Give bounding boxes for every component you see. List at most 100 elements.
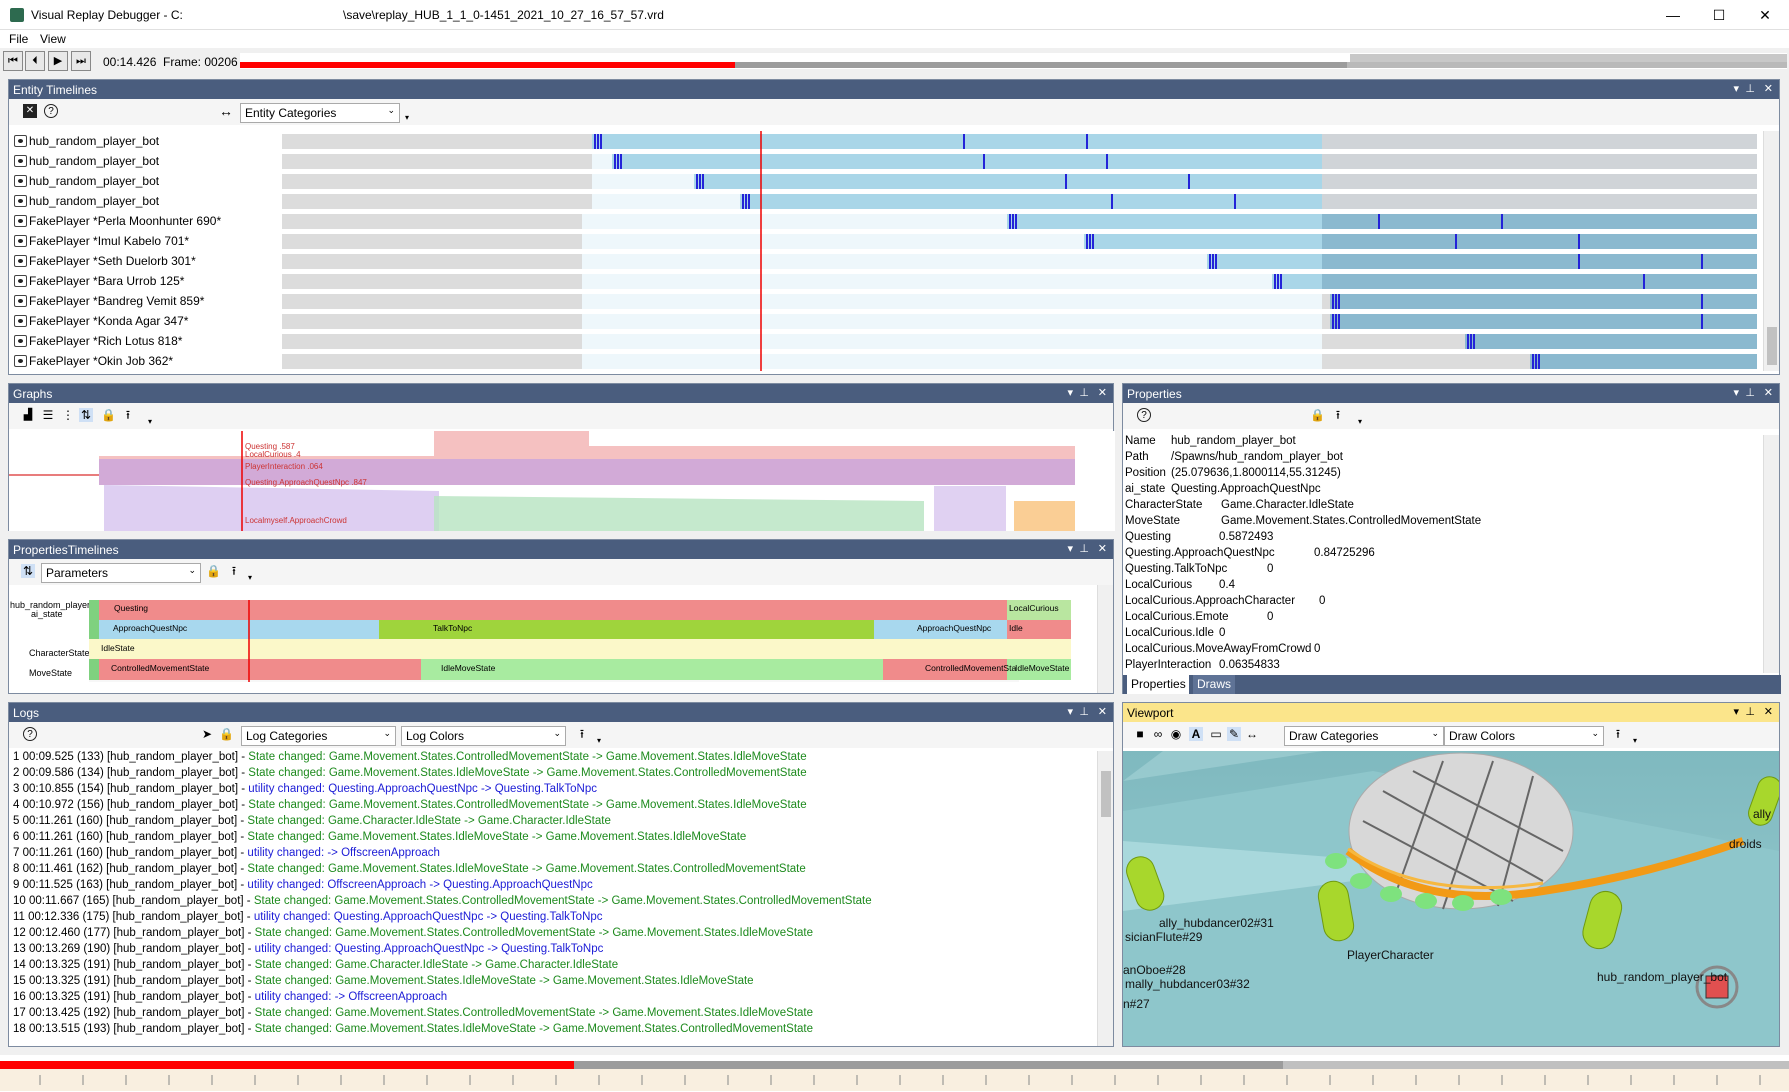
log-line[interactable]: 4 00:10.972 (156) [hub_random_player_bot… (13, 799, 807, 811)
log-colors-select[interactable]: Log Colors⌄ (401, 726, 566, 746)
visibility-eye-icon[interactable] (14, 135, 27, 147)
log-line[interactable]: 8 00:11.461 (162) [hub_random_player_bot… (13, 863, 806, 875)
entity-row-label[interactable]: FakePlayer *Okin Job 362* (29, 354, 174, 368)
close-icon[interactable]: ✕ (1097, 543, 1107, 555)
log-line[interactable]: 7 00:11.261 (160) [hub_random_player_bot… (13, 847, 440, 859)
cursor-icon[interactable]: ➤ (201, 727, 213, 741)
car-icon[interactable]: ▭ (1210, 727, 1222, 741)
export-icon[interactable]: ⭱ (579, 727, 585, 741)
log-line[interactable]: 16 00:13.325 (191) [hub_random_player_bo… (13, 991, 447, 1003)
close-window-button[interactable]: ✕ (1759, 7, 1771, 23)
export-icon[interactable]: ⭱ (1335, 408, 1341, 422)
overflow-icon[interactable]: ▾ (248, 573, 253, 582)
parameters-select[interactable]: Parameters⌄ (41, 563, 201, 583)
menu-file[interactable]: File (9, 32, 29, 46)
pin-icon[interactable]: ⊥ (1079, 706, 1089, 718)
play-button[interactable]: ▶ (48, 51, 68, 71)
dropdown-icon[interactable]: ▾ (1733, 387, 1739, 399)
viewport-3d-scene[interactable] (1123, 751, 1779, 1046)
maximize-button[interactable]: ☐ (1712, 7, 1726, 23)
dropdown-icon[interactable]: ▾ (1733, 83, 1739, 95)
pin-icon[interactable]: ⊥ (1745, 83, 1755, 95)
pin-icon[interactable]: ⊥ (1079, 387, 1089, 399)
sort-icon[interactable]: ⇅ (79, 408, 93, 422)
export-icon[interactable]: ⭱ (125, 408, 131, 422)
sort-icon[interactable]: ⇅ (21, 564, 35, 578)
close-icon[interactable]: ✕ (1763, 387, 1773, 399)
entity-row-label[interactable]: FakePlayer *Perla Moonhunter 690* (29, 214, 222, 228)
step-back-button[interactable]: ⏴ (25, 51, 45, 71)
close-icon[interactable]: ✕ (1097, 706, 1107, 718)
camera-icon[interactable]: ■ (1136, 727, 1144, 741)
playback-scrubber[interactable] (240, 53, 1787, 69)
log-line[interactable]: 6 00:11.261 (160) [hub_random_player_bot… (13, 831, 746, 843)
visibility-eye-icon[interactable] (14, 275, 27, 287)
pin-icon[interactable]: ⊥ (1745, 706, 1755, 718)
dropdown-icon[interactable]: ▾ (1067, 706, 1073, 718)
overflow-icon[interactable]: ▾ (1358, 417, 1363, 426)
menu-view[interactable]: View (40, 32, 66, 46)
visibility-eye-icon[interactable] (14, 195, 27, 207)
minimize-button[interactable]: — (1666, 7, 1680, 23)
visibility-eye-icon[interactable] (14, 215, 27, 227)
entity-row-label[interactable]: hub_random_player_bot (29, 134, 160, 148)
log-line[interactable]: 11 00:12.336 (175) [hub_random_player_bo… (13, 911, 603, 923)
log-line[interactable]: 14 00:13.325 (191) [hub_random_player_bo… (13, 959, 618, 971)
log-line[interactable]: 3 00:10.855 (154) [hub_random_player_bot… (13, 783, 597, 795)
help-icon[interactable]: ? (44, 104, 58, 118)
log-line[interactable]: 2 00:09.586 (134) [hub_random_player_bot… (13, 767, 807, 779)
visibility-eye-icon[interactable] (14, 335, 27, 347)
log-line[interactable]: 1 00:09.525 (133) [hub_random_player_bot… (13, 751, 807, 763)
entity-row-label[interactable]: hub_random_player_bot (29, 174, 160, 188)
more-icon[interactable]: ⋮ (62, 408, 74, 422)
skip-to-end-button[interactable]: ⏭ (71, 51, 91, 71)
close-icon[interactable]: ✕ (1763, 706, 1773, 718)
log-line[interactable]: 17 00:13.425 (192) [hub_random_player_bo… (13, 1007, 813, 1019)
overflow-icon[interactable]: ▾ (148, 417, 153, 426)
entity-row-label[interactable]: FakePlayer *Imul Kabelo 701* (29, 234, 190, 248)
bottom-timeline-scrubber[interactable] (0, 1055, 1789, 1092)
dropdown-icon[interactable]: ▾ (1733, 706, 1739, 718)
properties-scrollbar[interactable] (1763, 435, 1779, 673)
entity-row-label[interactable]: FakePlayer *Bandreg Vemit 859* (29, 294, 205, 308)
lock-icon[interactable]: 🔒 (101, 408, 116, 422)
lock-icon[interactable]: 🔒 (219, 727, 234, 741)
visibility-eye-icon[interactable] (14, 355, 27, 367)
lock-icon[interactable]: 🔒 (206, 564, 221, 578)
tab-properties[interactable]: Properties (1127, 675, 1189, 694)
area-chart-icon[interactable]: ▟ (23, 409, 33, 421)
fit-width-icon[interactable]: ↔ (1246, 727, 1258, 741)
visibility-eye-icon[interactable] (14, 315, 27, 327)
log-line[interactable]: 13 00:13.269 (190) [hub_random_player_bo… (13, 943, 603, 955)
close-icon[interactable]: ✕ (1097, 387, 1107, 399)
binoculars-icon[interactable]: ∞ (1153, 727, 1163, 741)
visibility-eye-icon[interactable] (14, 155, 27, 167)
fit-width-icon[interactable]: ↔ (219, 103, 233, 119)
overflow-icon[interactable]: ▾ (597, 736, 602, 745)
entity-timelines-scrollbar[interactable] (1763, 131, 1779, 371)
log-categories-select[interactable]: Log Categories⌄ (241, 726, 396, 746)
visibility-eye-icon[interactable] (14, 295, 27, 307)
log-line[interactable]: 9 00:11.525 (163) [hub_random_player_bot… (13, 879, 593, 891)
help-icon[interactable]: ? (23, 727, 37, 741)
log-line[interactable]: 18 00:13.515 (193) [hub_random_player_bo… (13, 1023, 813, 1035)
log-line[interactable]: 15 00:13.325 (191) [hub_random_player_bo… (13, 975, 754, 987)
brush-icon[interactable]: ✎ (1227, 727, 1241, 741)
visibility-eye-icon[interactable] (14, 235, 27, 247)
visibility-eye-icon[interactable] (14, 255, 27, 267)
entity-row-label[interactable]: hub_random_player_bot (29, 154, 160, 168)
pin-icon[interactable]: ⊥ (1079, 543, 1089, 555)
overflow-icon[interactable]: ▾ (405, 113, 410, 122)
close-icon[interactable]: ✕ (1763, 83, 1773, 95)
draw-categories-select[interactable]: Draw Categories⌄ (1284, 726, 1444, 746)
log-line[interactable]: 5 00:11.261 (160) [hub_random_player_bot… (13, 815, 611, 827)
pin-icon[interactable]: ⊥ (1745, 387, 1755, 399)
clear-icon[interactable]: ✕ (23, 104, 37, 118)
tab-draws[interactable]: Draws (1193, 675, 1236, 694)
properties-timeline-tracks[interactable] (89, 600, 1099, 682)
logs-scrollbar[interactable] (1097, 751, 1113, 1046)
entity-row-label[interactable]: FakePlayer *Konda Agar 347* (29, 314, 189, 328)
export-icon[interactable]: ⭱ (1615, 727, 1621, 741)
entity-row-label[interactable]: FakePlayer *Bara Urrob 125* (29, 274, 185, 288)
